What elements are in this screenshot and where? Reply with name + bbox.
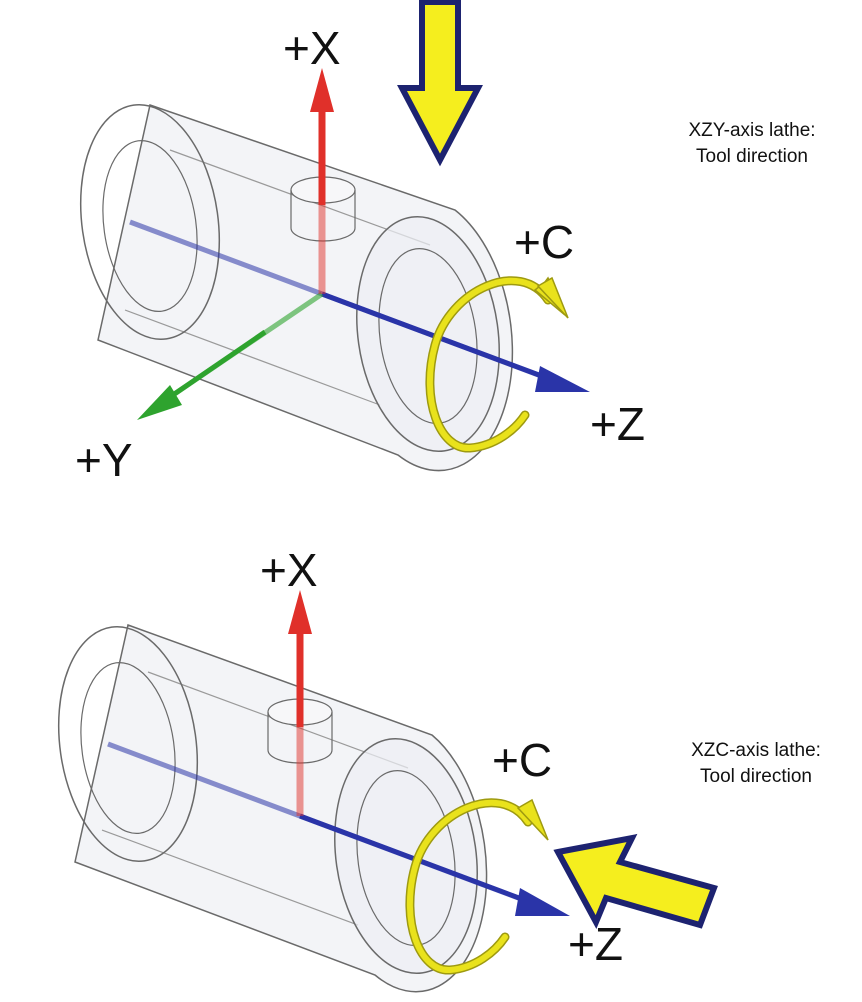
c-rotation-arrow-icon xyxy=(425,276,569,453)
top-y-axis-label: +Y xyxy=(75,434,133,486)
top-caption-line1: XZY-axis lathe: xyxy=(688,120,816,141)
bottom-tool-direction-arrow-icon xyxy=(553,833,718,929)
top-z-axis-label: +Z xyxy=(590,398,645,450)
top-caption-line2: Tool direction xyxy=(696,146,808,167)
bottom-caption: XZC-axis lathe: Tool direction xyxy=(646,738,862,790)
bottom-lathe-diagram: +X +C +Z xyxy=(57,544,718,993)
bottom-x-axis xyxy=(288,590,312,816)
top-y-axis xyxy=(137,291,324,420)
top-c-axis-label: +C xyxy=(514,216,574,268)
bottom-c-rotation-arrow-icon xyxy=(405,798,549,975)
top-x-axis-label: +X xyxy=(283,22,341,74)
bottom-caption-line1: XZC-axis lathe: xyxy=(691,740,821,761)
top-x-axis xyxy=(310,68,334,294)
tool-direction-arrow-icon xyxy=(397,0,483,167)
bottom-x-axis-label: +X xyxy=(260,544,318,596)
bottom-z-axis-label: +Z xyxy=(568,918,623,970)
bottom-c-axis-label: +C xyxy=(492,734,552,786)
top-caption: XZY-axis lathe: Tool direction xyxy=(642,118,862,170)
bottom-caption-line2: Tool direction xyxy=(700,766,812,787)
top-lathe-diagram: +X +C +Z +Y xyxy=(75,0,645,486)
